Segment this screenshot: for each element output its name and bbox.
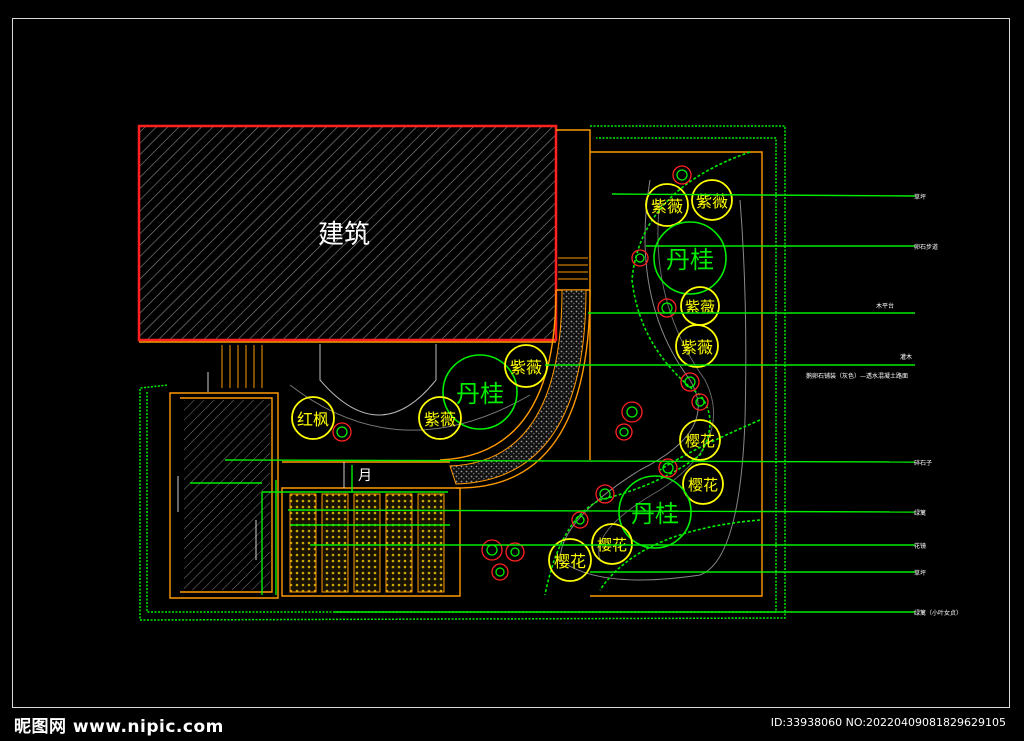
leader-lines [190,193,916,613]
watermark-site: 昵图网 www.nipic.com [14,717,224,737]
tree-yinghua-1: 樱花 [679,419,721,461]
svg-text:樱花: 樱花 [688,476,718,494]
semicircle-terrace [319,344,437,416]
building-label: 建筑 [318,220,370,250]
svg-text:丹桂: 丹桂 [456,380,504,408]
watermark-id: ID:33938060 NO:20220409081829629105 [770,716,1006,729]
svg-text:紫薇: 紫薇 [424,410,456,429]
svg-text:紫薇: 紫薇 [681,338,713,357]
svg-text:丹桂: 丹桂 [631,500,679,528]
svg-text:紫薇: 紫薇 [510,358,542,377]
leader-label-6: 绿篱 [914,509,926,517]
tree-danggui-3: 丹桂 [442,354,518,430]
svg-text:樱花: 樱花 [685,432,715,450]
svg-text:紫薇: 紫薇 [651,197,683,216]
tree-yinghua-4: 樱花 [548,538,592,582]
svg-text:紫薇: 紫薇 [696,192,728,211]
leader-labels: 草坪 卵石步道 木平台 鹅卵石铺装（灰色）—透水混凝土路面 碎石子 绿篱 花镜 … [806,193,962,617]
drawing-frame [12,18,1010,708]
hedge-lines [544,151,761,596]
tree-ziwei-2: 紫薇 [691,179,733,221]
svg-text:丹桂: 丹桂 [666,246,714,274]
leader-label-9: 灌木 [900,353,912,361]
leader-label-1: 草坪 [914,193,926,201]
leader-label-8: 草坪 [914,569,926,577]
dimension-lines [177,372,345,560]
tree-danggui-1: 丹桂 [653,221,727,295]
tree-ziwei-1: 紫薇 [645,183,689,227]
tree-danggui-2: 丹桂 [618,475,692,549]
leader-label-3: 木平台 [876,302,894,310]
svg-text:红枫: 红枫 [297,410,329,429]
gravel-path [449,289,587,485]
leader-label-4: 鹅卵石铺装（灰色）—透水混凝土路面 [806,372,908,380]
shrubs [332,165,709,581]
tree-hongfeng: 红枫 [291,396,335,440]
tree-yinghua-2: 樱花 [682,463,724,505]
leader-label-7: 花镜 [914,542,926,550]
lawn-contour-left [289,384,531,431]
leader-label-5: 碎石子 [914,459,932,467]
tree-ziwei-6: 紫薇 [418,396,462,440]
svg-text:紫薇: 紫薇 [685,298,715,316]
building: 建筑 [137,124,558,342]
svg-text:樱花: 樱花 [554,552,586,571]
steps [221,257,588,388]
plant-label-yue: 月 [358,468,372,484]
tree-ziwei-5: 紫薇 [504,344,548,388]
leader-label-10: 绿篱（小叶女贞） [914,609,962,617]
tree-ziwei-4: 紫薇 [675,324,719,368]
leader-label-2: 卵石步道 [914,243,938,251]
